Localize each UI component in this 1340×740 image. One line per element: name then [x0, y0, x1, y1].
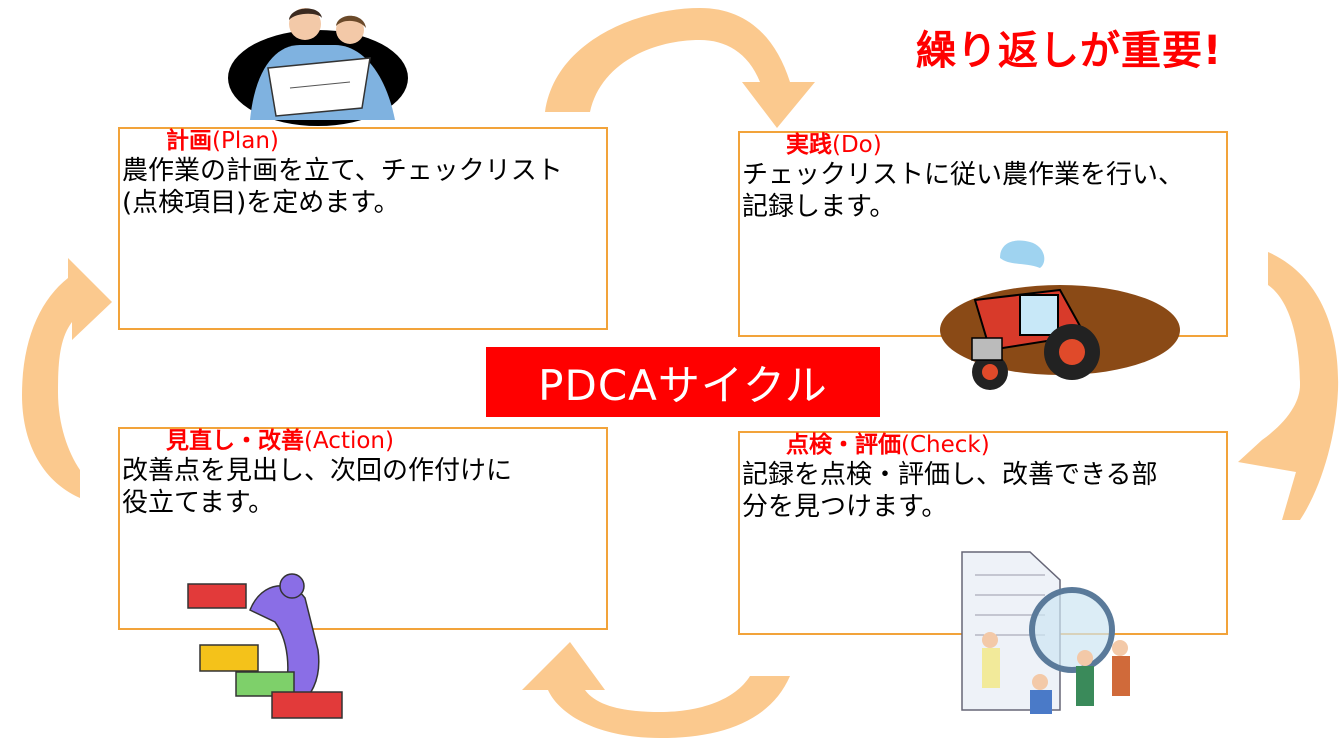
plan-box: 計画(Plan) 農作業の計画を立て、チェックリスト (点検項目)を定めます。 — [118, 127, 608, 330]
headline: 繰り返しが重要! — [916, 28, 1223, 74]
do-line-2: 記録します。 — [742, 192, 896, 222]
plan-line-2: (点検項目)を定めます。 — [122, 188, 400, 218]
do-title: 実践(Do) — [786, 132, 882, 158]
people-reading-plan-illustration — [228, 8, 408, 126]
building-blocks-illustration — [187, 573, 343, 719]
people-with-magnifier-illustration — [961, 551, 1130, 714]
arrow-bottom — [522, 642, 790, 738]
arrow-top — [545, 8, 815, 128]
tractor-illustration — [940, 240, 1180, 390]
check-line-1: 記録を点検・評価し、改善できる部 — [742, 460, 1158, 490]
do-body: チェックリストに従い農作業を行い、 記録します。 — [742, 159, 1220, 223]
arrow-left — [22, 258, 112, 498]
action-line-1: 改善点を見出し、次回の作付けに — [122, 456, 513, 486]
check-line-2: 分を見つけます。 — [742, 492, 948, 522]
action-line-2: 役立てます。 — [122, 488, 275, 518]
action-title: 見直し・改善(Action) — [166, 428, 394, 454]
plan-body: 農作業の計画を立て、チェックリスト (点検項目)を定めます。 — [122, 155, 600, 219]
pdca-cycle-label: PDCAサイクル — [486, 347, 880, 417]
arrow-right — [1238, 252, 1339, 520]
check-body: 記録を点検・評価し、改善できる部 分を見つけます。 — [742, 459, 1220, 523]
plan-line-1: 農作業の計画を立て、チェックリスト — [122, 156, 563, 186]
do-line-1: チェックリストに従い農作業を行い、 — [742, 160, 1185, 190]
action-body: 改善点を見出し、次回の作付けに 役立てます。 — [122, 455, 600, 519]
check-title: 点検・評価(Check) — [786, 432, 990, 458]
plan-title: 計画(Plan) — [166, 128, 279, 154]
